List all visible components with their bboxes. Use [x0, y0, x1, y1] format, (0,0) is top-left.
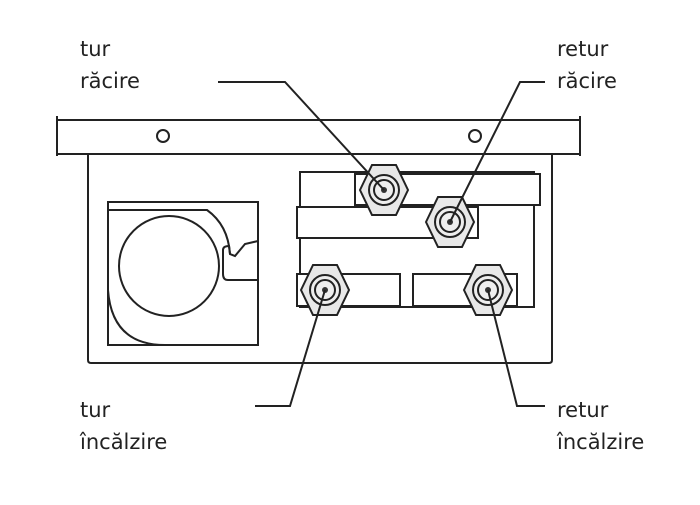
fan-circle: [118, 215, 220, 317]
unit-body: [87, 154, 553, 364]
label-supply-heating: tur încălzire: [80, 394, 167, 458]
label-return-heating: retur încălzire: [557, 394, 644, 458]
leader-lines: [218, 81, 545, 407]
label-line: încălzire: [80, 430, 168, 454]
unit-housing: [56, 116, 581, 364]
fan-compartment: [107, 201, 259, 346]
label-line: răcire: [80, 69, 140, 93]
label-line: tur: [80, 37, 111, 61]
leader-supply-cooling: [218, 81, 385, 191]
label-line: încălzire: [557, 430, 645, 454]
mounting-hole: [156, 129, 170, 143]
label-line: tur: [80, 398, 111, 422]
leader-return-heating: [487, 289, 545, 407]
label-return-cooling: retur răcire: [557, 33, 617, 97]
leader-return-cooling: [449, 81, 545, 223]
mounting-flange: [56, 119, 581, 155]
mounting-hole: [468, 129, 482, 143]
label-line: răcire: [557, 69, 617, 93]
label-line: retur: [557, 398, 609, 422]
leader-supply-heating: [255, 289, 326, 407]
label-line: retur: [557, 37, 609, 61]
label-supply-cooling: tur răcire: [80, 33, 140, 97]
